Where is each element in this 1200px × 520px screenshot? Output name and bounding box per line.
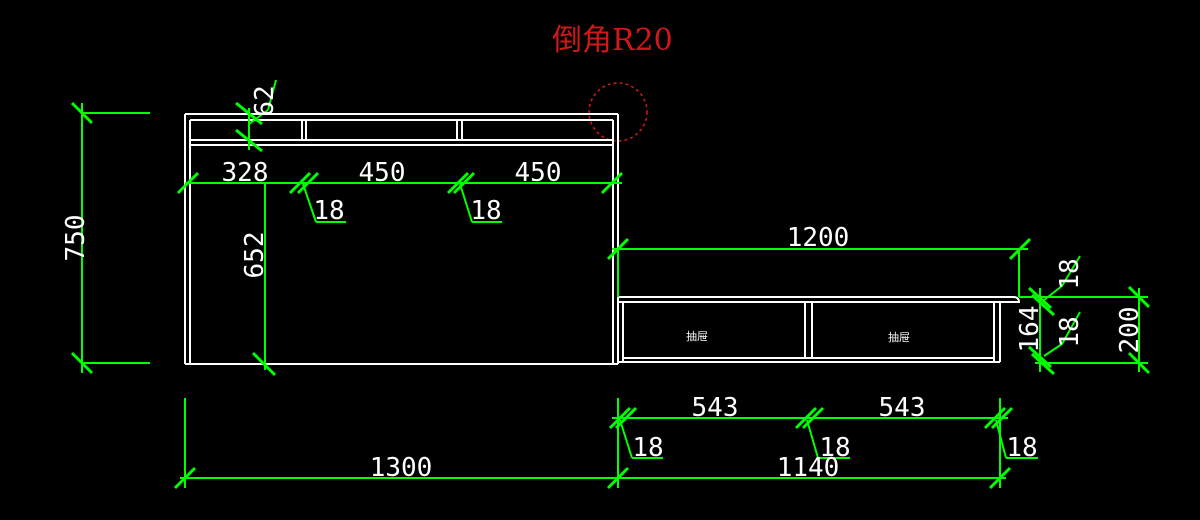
drawer-label-2: 抽屉 [888, 330, 910, 344]
dim-left-width: 328 [222, 158, 269, 188]
dim-low-cabinet-height: 200 [1115, 307, 1145, 354]
low-top-board [618, 296, 1021, 303]
dimension-lines [70, 79, 1151, 490]
drawer-label-1: 抽屉 [686, 329, 708, 343]
chamfer-marker-circle [588, 82, 648, 142]
low-cabinet: 抽屉 抽屉 [618, 296, 1021, 363]
dim-side-2: 18 [819, 433, 850, 463]
dimension-texts: 750 62 328 450 450 18 18 652 1200 18 164… [61, 85, 1145, 483]
dim-low-cabinet-width: 1200 [787, 223, 850, 253]
dim-drawer-width-2: 543 [879, 393, 926, 423]
dim-drawer-width-1: 543 [692, 393, 739, 423]
dim-top-shelf: 62 [250, 85, 280, 116]
dim-tall-cabinet-width: 1300 [370, 453, 433, 483]
dim-bay-width-1: 450 [359, 158, 406, 188]
dim-total-height: 750 [61, 215, 91, 262]
dim-panel-2: 18 [470, 196, 501, 226]
dim-drawer-height: 164 [1015, 306, 1045, 353]
dim-side-3: 18 [1006, 433, 1037, 463]
tall-cabinet [184, 113, 619, 365]
dim-top-board: 18 [1055, 258, 1085, 289]
dim-panel-1: 18 [313, 196, 344, 226]
chamfer-note: 倒角R20 [552, 23, 673, 58]
dim-bottom-board: 18 [1055, 316, 1085, 347]
dim-low-cabinet-length: 1140 [777, 453, 840, 483]
dim-inner-height: 652 [240, 232, 270, 279]
dim-side-1: 18 [632, 433, 663, 463]
dim-bay-width-2: 450 [515, 158, 562, 188]
